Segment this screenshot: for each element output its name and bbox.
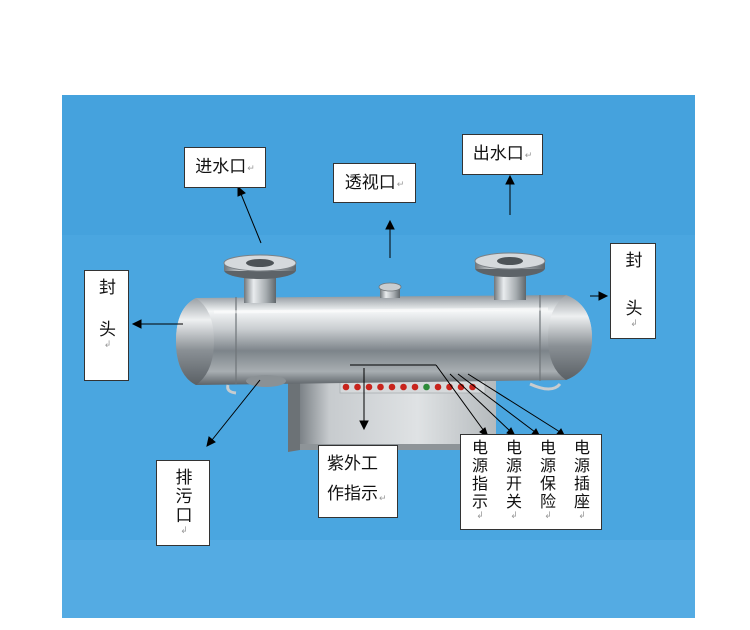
power-fuse-label: 电源保险↲	[535, 439, 561, 521]
uv-indicator-line-1: 紫外工	[327, 454, 378, 474]
pw-sock-char-4: 座	[573, 491, 590, 511]
indicator-light-9	[434, 383, 442, 391]
drain-text-char-1: 排	[175, 468, 193, 488]
inlet-label-text: 进水口	[195, 157, 247, 177]
sight-glass-label: 透视口↵	[333, 163, 416, 203]
pw-ind-char-1: 电	[471, 438, 488, 457]
sight-glass-label-text: 透视口	[344, 172, 396, 193]
sight-glass	[378, 282, 402, 298]
indicator-light-7	[411, 383, 419, 391]
sterilizer-tube	[176, 295, 592, 395]
outlet-flange	[474, 252, 546, 300]
indicator-light-1	[342, 383, 350, 391]
power-switch-label: 电源开关↲	[501, 439, 527, 521]
pw-sock-char-2: 源	[573, 455, 590, 475]
end-cap-left-char-1: 封	[99, 278, 116, 298]
power-labels-group: 电源指示↲ 电源开关↲ 电源保险↲ 电源插座↲	[460, 434, 602, 530]
pw-sock-char-1: 电	[573, 438, 590, 457]
arrows	[131, 174, 609, 447]
drain-text-char-2: 污	[175, 487, 193, 508]
indicator-light-6	[400, 383, 407, 391]
end-cap-left-text: 封	[85, 278, 130, 298]
uv-indicator-line-2: 作指示	[327, 484, 378, 504]
indicator-light-5	[388, 383, 396, 391]
end-cap-right-char-2: 头	[625, 299, 643, 319]
return-mark: ↵	[524, 151, 533, 161]
pw-sw-char-3: 开	[505, 473, 522, 493]
pw-sw-char-1: 电	[505, 438, 522, 457]
end-cap-left-text-2: 头 ↲	[85, 320, 130, 351]
pw-ind-char-2: 源	[471, 455, 488, 475]
end-cap-right-label: 封 头 ↲ 封头	[610, 243, 656, 339]
end-cap-right-char-1: 封	[625, 251, 643, 271]
drain-label: 排污口↲ 排污口	[156, 460, 210, 546]
indicator-light-3	[365, 383, 373, 391]
end-cap-left-full: 封头	[85, 271, 86, 272]
return-mark: ↵	[247, 164, 255, 174]
drain-text-char-3: 口	[175, 506, 193, 527]
pw-fuse-char-1: 电	[539, 438, 556, 457]
power-indicator-label: 电源指示↲	[467, 439, 493, 521]
pw-ind-char-4: 示	[471, 491, 488, 511]
pw-fuse-char-3: 保	[539, 473, 556, 493]
pw-fuse-char-4: 险	[539, 491, 556, 511]
power-socket-label: 电源插座↲	[569, 439, 595, 521]
pw-sock-char-3: 插	[573, 473, 590, 493]
indicator-lights	[342, 383, 476, 391]
inlet-label: 进水口↵	[184, 147, 266, 188]
end-cap-right-text-2: 头 ↲	[611, 299, 657, 330]
outlet-label-text: 出水口	[472, 144, 524, 164]
end-cap-right-text: 封	[611, 251, 657, 271]
pw-sw-char-2: 源	[505, 455, 522, 475]
drain-label-text: 排污口↲	[157, 468, 211, 537]
para-mark: ↲	[630, 319, 638, 330]
end-cap-left-char-2: 头	[99, 320, 116, 340]
pw-ind-char-3: 指	[471, 473, 488, 493]
inlet-flange	[223, 254, 297, 303]
para-mark: ↲	[180, 526, 188, 537]
para-mark: ↲	[544, 510, 552, 521]
para-mark: ↲	[510, 510, 518, 521]
para-mark: ↲	[578, 510, 586, 521]
para-mark: ↲	[476, 510, 484, 521]
outlet-label: 出水口↵	[462, 134, 543, 175]
indicator-light-2	[354, 383, 361, 391]
return-mark: ↵	[379, 494, 387, 504]
drain-full: 排污口	[157, 461, 158, 462]
uv-indicator-line-2-wrap: 作指示↵	[327, 484, 387, 504]
indicator-light-8	[423, 383, 430, 391]
uv-indicator-label: 紫外工 作指示↵	[318, 445, 398, 518]
indicator-light-12	[469, 383, 476, 391]
end-cap-right-full: 封头	[611, 244, 612, 245]
indicator-light-4	[377, 383, 384, 391]
para-mark: ↲	[103, 340, 112, 351]
end-cap-left-label: 封 头 ↲ 封头	[84, 270, 129, 381]
pw-sw-char-4: 关	[505, 491, 522, 511]
pw-fuse-char-2: 源	[539, 455, 556, 475]
return-mark: ↵	[396, 179, 405, 190]
